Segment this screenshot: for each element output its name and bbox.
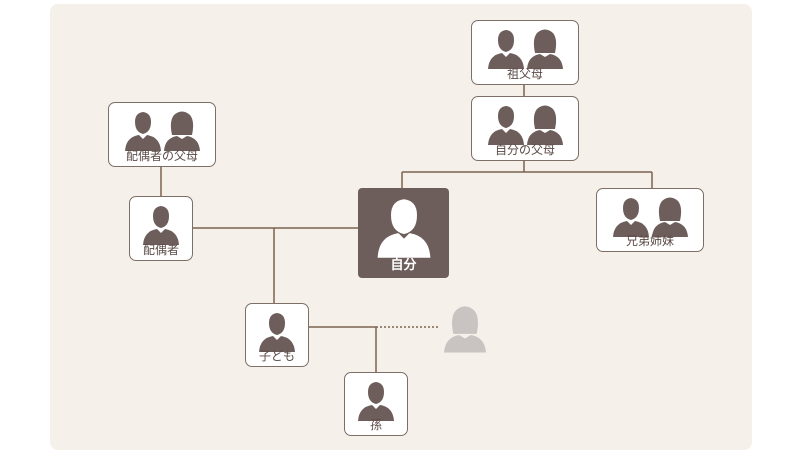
man-silhouette-icon	[487, 27, 524, 69]
node-label: 配偶者の父母	[125, 149, 198, 163]
node-child[interactable]: 子ども	[245, 303, 309, 367]
woman-silhouette-icon	[526, 103, 563, 145]
node-label: 自分	[390, 258, 417, 273]
node-parents[interactable]: 自分の父母	[471, 96, 579, 161]
node-grandparents[interactable]: 祖父母	[471, 20, 579, 85]
woman-silhouette-icon	[651, 195, 688, 237]
woman-silhouette-icon	[526, 27, 563, 69]
person-silhouette-icon	[358, 379, 394, 421]
woman-silhouette-icon	[163, 109, 200, 151]
ghost-person-icon	[444, 303, 486, 357]
node-spouse[interactable]: 配偶者	[129, 196, 193, 261]
person-silhouette-icon	[143, 203, 179, 245]
node-label: 孫	[369, 418, 382, 432]
man-silhouette-icon	[124, 109, 161, 151]
node-label: 兄弟姉妹	[625, 234, 674, 248]
node-self[interactable]: 自分	[358, 188, 449, 278]
node-label: 配偶者	[142, 243, 179, 257]
node-siblings[interactable]: 兄弟姉妹	[596, 188, 704, 252]
person-silhouette-icon	[377, 196, 431, 258]
man-silhouette-icon	[612, 195, 649, 237]
node-spouse-parents[interactable]: 配偶者の父母	[108, 102, 216, 167]
node-label: 自分の父母	[494, 143, 555, 157]
node-label: 祖父母	[506, 67, 543, 81]
man-silhouette-icon	[487, 103, 524, 145]
person-silhouette-icon	[259, 310, 295, 352]
node-label: 子ども	[258, 349, 295, 363]
node-grandchild[interactable]: 孫	[344, 372, 408, 436]
